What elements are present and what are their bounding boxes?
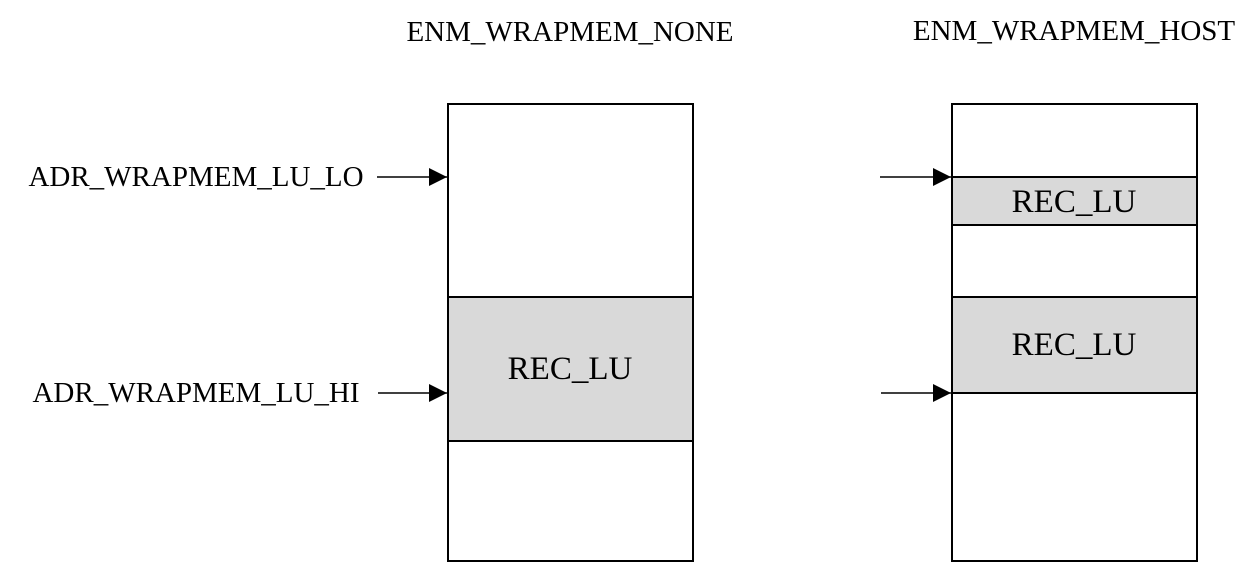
rec-lu-block-label: REC_LU	[508, 351, 633, 387]
rec-lu-block-upper	[951, 176, 1198, 226]
pointer-label-hi: ADR_WRAPMEM_LU_HI	[32, 377, 359, 409]
memory-column-host: REC_LU REC_LU	[951, 103, 1198, 562]
column-title-none: ENM_WRAPMEM_NONE	[406, 16, 733, 48]
rec-lu-block-lower	[951, 296, 1198, 394]
rec-lu-block-lower-label: REC_LU	[1012, 327, 1137, 363]
memory-column-none: REC_LU	[447, 103, 694, 562]
rec-lu-block	[447, 296, 694, 442]
column-title-host: ENM_WRAPMEM_HOST	[913, 15, 1236, 47]
pointer-label-lo: ADR_WRAPMEM_LU_LO	[28, 161, 363, 193]
rec-lu-block-upper-label: REC_LU	[1012, 184, 1137, 220]
